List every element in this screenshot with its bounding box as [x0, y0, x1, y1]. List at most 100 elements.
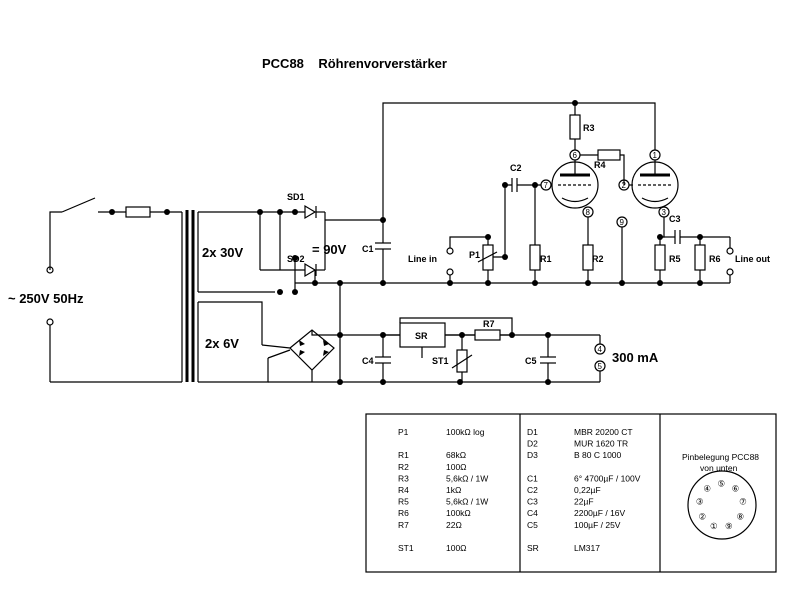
heater-rectifier-bridge	[261, 329, 340, 382]
pinout-pin-label: ②	[698, 512, 706, 522]
r2-label: R2	[592, 254, 604, 264]
r5-label: R5	[669, 254, 681, 264]
r1-label: R1	[540, 254, 552, 264]
part-ref: P1	[398, 427, 409, 437]
part-value: 100µF / 25V	[574, 520, 621, 530]
potentiometer-p1	[482, 244, 494, 271]
line-in-terminal-2	[446, 268, 454, 276]
part-value: 22µF	[574, 497, 594, 507]
svg-text:1: 1	[653, 151, 658, 160]
resistor-r1	[529, 244, 541, 271]
part-ref: C2	[527, 485, 538, 495]
line-out-terminal-2	[726, 268, 734, 276]
st1-label: ST1	[432, 356, 449, 366]
c2-label: C2	[510, 163, 522, 173]
part-ref: D1	[527, 427, 538, 437]
part-value: 5,6kΩ / 1W	[446, 473, 488, 483]
part-value: 5,6kΩ / 1W	[446, 497, 488, 507]
tube-triode-2: 1 3 9 R5 C3 R6 Line out	[616, 149, 770, 283]
svg-text:2: 2	[622, 181, 627, 190]
diode-sd2	[304, 262, 317, 278]
c4-label: C4	[362, 356, 374, 366]
pinout-pin-label: ⑤	[718, 479, 726, 489]
mains-fuse	[125, 206, 151, 218]
mains-terminal-top	[46, 266, 54, 274]
sd2-label: SD2	[287, 254, 305, 264]
pinout-pin-label: ③	[696, 497, 704, 507]
tube-triode-1: R3 6 7 8 R2 R4 2	[540, 103, 630, 283]
svg-text:6: 6	[573, 151, 578, 160]
pinout-pin-label: ①	[710, 521, 718, 531]
part-ref: C1	[527, 473, 538, 483]
part-ref: R2	[398, 462, 409, 472]
part-ref: R7	[398, 520, 409, 530]
mains-input: ~ 250V 50Hz	[8, 197, 182, 383]
r4-label: R4	[594, 160, 606, 170]
hv-rectifier: SD1 SD2 = 90V	[257, 192, 386, 295]
part-value: 100kΩ log	[446, 427, 485, 437]
voltage-90v-label: = 90V	[312, 242, 347, 257]
resistor-r5	[654, 244, 666, 271]
part-value: LM317	[574, 543, 600, 553]
mains-switch	[61, 197, 96, 213]
pinout-pin-label: ⑦	[739, 497, 747, 507]
p1-label: P1	[469, 250, 480, 260]
capacitor-c1: C1	[362, 220, 391, 283]
part-value: 6° 4700µF / 100V	[574, 473, 641, 483]
part-value: B 80 C 1000	[574, 450, 622, 460]
sd1-label: SD1	[287, 192, 305, 202]
part-ref: C3	[527, 497, 538, 507]
part-value: 0,22µF	[574, 485, 601, 495]
pinout-pin-label: ④	[703, 484, 711, 494]
diode-sd1	[304, 204, 317, 220]
part-value: 1kΩ	[446, 485, 461, 495]
input-stage: Line in P1 C2 R1	[408, 163, 552, 283]
pinout-diagram: Pinbelegung PCC88 von unten ①② ③ ④⑤⑥ ⑦ ⑧⑨	[682, 452, 759, 540]
part-ref: R6	[398, 508, 409, 518]
part-value: 2200µF / 16V	[574, 508, 626, 518]
part-ref: R3	[398, 473, 409, 483]
svg-text:3: 3	[662, 208, 667, 217]
mains-terminal-bottom	[46, 318, 54, 326]
svg-text:5: 5	[598, 362, 603, 371]
c3-label: C3	[669, 214, 681, 224]
part-ref: ST1	[398, 543, 414, 553]
line-out-label: Line out	[735, 254, 770, 264]
svg-text:4: 4	[598, 345, 603, 354]
svg-text:9: 9	[620, 218, 625, 227]
capacitor-c5: C5	[525, 335, 556, 382]
part-ref: SR	[527, 543, 539, 553]
pinout-title-line1: Pinbelegung PCC88	[682, 452, 759, 462]
c5-label: C5	[525, 356, 537, 366]
winding-6v-label: 2x 6V	[205, 336, 239, 351]
line-in-label: Line in	[408, 254, 437, 264]
part-ref: R1	[398, 450, 409, 460]
part-value: 100Ω	[446, 462, 467, 472]
r7-label: R7	[483, 319, 495, 329]
diagram-title: PCC88 Röhrenvorverstärker	[262, 56, 447, 71]
part-ref: R5	[398, 497, 409, 507]
part-value: 100kΩ	[446, 508, 471, 518]
resistor-r7	[474, 329, 501, 341]
winding-30v-label: 2x 30V	[202, 245, 244, 260]
pinout-pin-label: ⑧	[737, 512, 745, 522]
part-ref: D3	[527, 450, 538, 460]
line-out-terminal-1	[726, 247, 734, 255]
pinout-title-line2: von unten	[700, 463, 738, 473]
part-value: 22Ω	[446, 520, 462, 530]
r3-label: R3	[583, 123, 595, 133]
b-plus-rail	[382, 102, 656, 220]
part-ref: C4	[527, 508, 538, 518]
pinout-pin-label: ⑥	[732, 484, 740, 494]
svg-text:8: 8	[586, 208, 591, 217]
pinout-pin-label: ⑨	[725, 521, 733, 531]
part-ref: R4	[398, 485, 409, 495]
part-value: 68kΩ	[446, 450, 466, 460]
capacitor-c4: C4	[362, 335, 391, 382]
part-value: 100Ω	[446, 543, 467, 553]
part-value: MBR 20200 CT	[574, 427, 633, 437]
